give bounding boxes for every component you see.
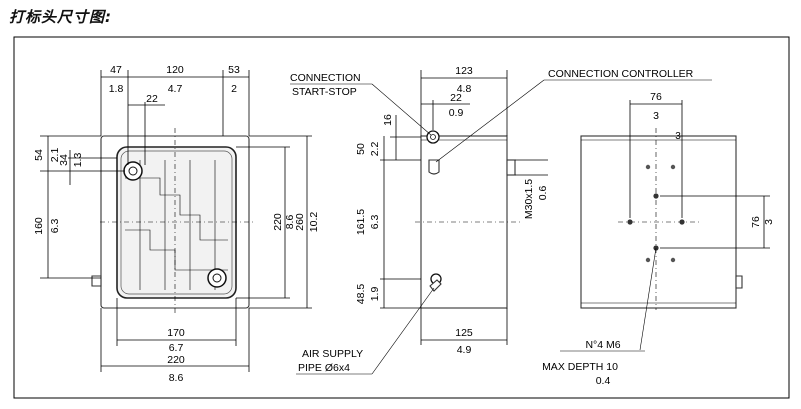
back-hole-left	[627, 219, 633, 225]
back-right-dim: 76	[750, 216, 762, 228]
front-left-dim-1: 54	[33, 149, 45, 161]
side-label-connection-2: START-STOP	[292, 86, 357, 98]
side-label-air-1: AIR SUPPLY	[302, 348, 363, 360]
front-inner-dim: 22	[146, 93, 158, 105]
side-bottom-dim: 125	[455, 327, 473, 339]
front-top-dim-3-inch: 2	[231, 83, 237, 95]
side-top-dim-inch: 4.8	[457, 83, 472, 95]
front-top-dim-1-inch: 1.8	[109, 83, 124, 95]
side-label-connection-1: CONNECTION	[290, 72, 361, 84]
front-right-dim-1-inch: 8.6	[284, 215, 296, 230]
back-small-label: 3	[675, 131, 681, 142]
side-bottom-dim-inch: 4.9	[457, 344, 472, 356]
side-left-dim-1: 16	[382, 114, 394, 126]
front-bottom-dim-2: 220	[167, 354, 185, 366]
side-thread-stub	[506, 159, 516, 176]
back-right-dim-inch: 3	[763, 219, 775, 225]
page-title: 打标头尺寸图:	[9, 8, 112, 26]
side-top-dim: 123	[455, 65, 473, 77]
side-label-controller: CONNECTION CONTROLLER	[548, 68, 694, 80]
front-left-dim-3: 160	[33, 217, 45, 235]
front-right-dim-2: 260	[294, 213, 306, 231]
back-top-dim: 76	[650, 91, 662, 103]
front-top-dim-2: 120	[166, 64, 184, 76]
side-left-dim-3: 161.5	[355, 209, 367, 235]
side-left-dim-2: 50	[355, 143, 367, 155]
side-label-air-2: PIPE Ø6x4	[298, 362, 350, 374]
side-conn-dim: 22	[450, 92, 462, 104]
front-top-dim-1: 47	[110, 64, 122, 76]
side-thread-label: M30x1.5	[523, 179, 535, 219]
front-left-dim-2-inch: 1.3	[72, 153, 84, 168]
back-note-3: 0.4	[596, 375, 611, 387]
front-left-dim-1-inch: 2.1	[49, 148, 61, 163]
back-top-dim-inch: 3	[653, 110, 659, 122]
side-view: 123 4.8 22 0.9 CONNECTION START-STOP CON…	[290, 65, 712, 375]
front-left-dim-2: 34	[58, 154, 70, 166]
front-top-dim-3: 53	[228, 64, 240, 76]
front-connector-bottom	[207, 268, 227, 288]
back-note-1: N°4 M6	[585, 339, 620, 351]
back-note-2: MAX DEPTH 10	[542, 361, 618, 373]
front-bottom-dim-2-inch: 8.6	[169, 372, 184, 384]
back-view: 76 3 3 76 3 N°4 M6 MAX DEPTH 10 0.4	[542, 91, 775, 387]
front-right-dim-1: 220	[272, 213, 284, 231]
front-window	[116, 146, 237, 299]
side-left-dim-3-inch: 6.3	[369, 215, 381, 230]
back-hole-right	[679, 219, 685, 225]
back-hole-top	[653, 193, 659, 199]
side-thread-inch: 0.6	[537, 186, 549, 201]
side-left-dim-4-inch: 1.9	[369, 287, 381, 302]
side-left-dim-2-inch: 2.2	[369, 142, 381, 157]
side-left-dim-4: 48.5	[355, 284, 367, 305]
front-right-dim-2-inch: 10.2	[308, 212, 320, 233]
front-bottom-dim-1-inch: 6.7	[169, 342, 184, 354]
front-bottom-dim-1: 170	[167, 327, 185, 339]
front-left-dim-3-inch: 6.3	[49, 219, 61, 234]
front-view: 47 120 53 1.8 4.7 2 22 54 2.1 34 1.3 160…	[33, 64, 320, 384]
front-connector-top	[123, 161, 143, 181]
side-conn-dim-inch: 0.9	[449, 107, 464, 119]
front-top-dim-2-inch: 4.7	[168, 83, 183, 95]
